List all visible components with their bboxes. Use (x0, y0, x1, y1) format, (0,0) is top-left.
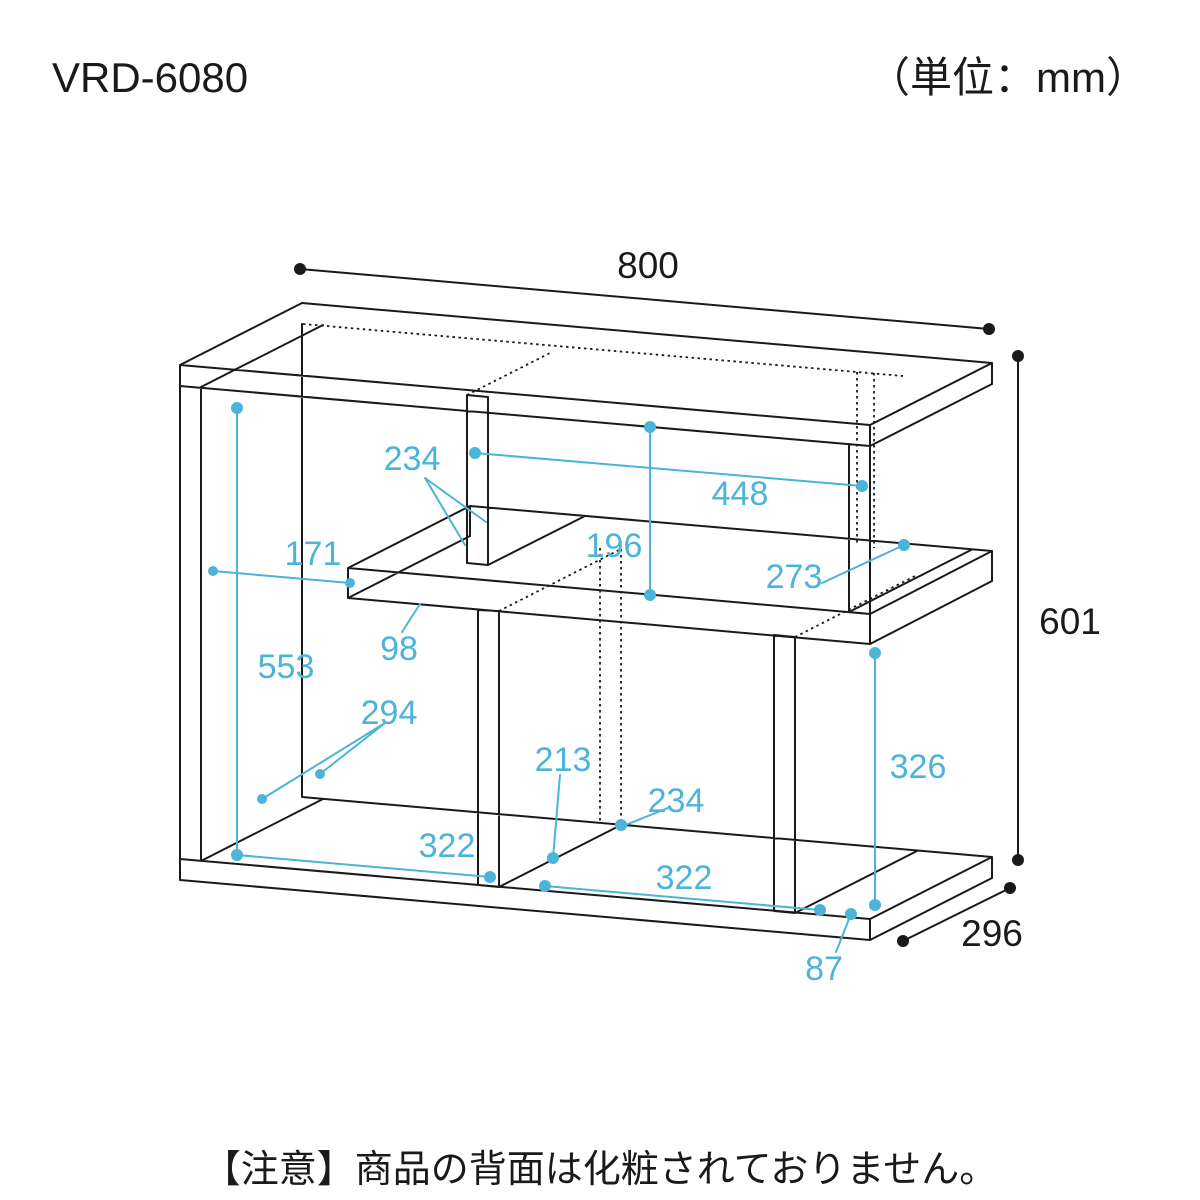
dim-label-98: 98 (380, 630, 418, 668)
dim-dot (644, 421, 656, 433)
dim-dot (257, 794, 267, 804)
dim-dot (294, 263, 306, 275)
dim-dot (869, 647, 881, 659)
overall-dimension-dots (294, 263, 1024, 947)
model-number: VRD-6080 (52, 54, 248, 101)
dim-dot (231, 849, 243, 861)
dim-dot (547, 852, 559, 864)
dim-label-171: 171 (285, 535, 342, 573)
dim-label-326: 326 (890, 748, 947, 786)
dim-label-448: 448 (712, 475, 769, 513)
caution-note: 【注意】商品の背面は化粧されておりません。 (203, 1149, 998, 1191)
dim-label-800: 800 (617, 245, 679, 286)
dim-label-296: 296 (961, 913, 1023, 954)
dim-dot (644, 589, 656, 601)
dim-label-601: 601 (1039, 601, 1101, 642)
dim-dot (1012, 854, 1024, 866)
dim-dot (1012, 350, 1024, 362)
dim-label-234-lower: 234 (648, 782, 705, 820)
dim-dot (983, 323, 995, 335)
dim-dot (615, 819, 627, 831)
dim-dot (231, 402, 243, 414)
interior-dimension-lines (212, 407, 905, 953)
dim-dot (814, 904, 826, 916)
dim-dot (315, 769, 325, 779)
interior-dimension-dots (208, 402, 910, 920)
dim-label-234-upper: 234 (384, 440, 441, 478)
dim-dot (869, 899, 881, 911)
dim-label-294: 294 (361, 694, 418, 732)
dim-dot (897, 935, 909, 947)
dim-dot (345, 578, 355, 588)
dim-dot (898, 539, 910, 551)
dim-dot (1004, 882, 1016, 894)
dim-label-196: 196 (586, 527, 643, 565)
dim-label-213: 213 (535, 741, 592, 779)
dim-label-553: 553 (258, 648, 315, 686)
dim-dot (856, 480, 868, 492)
furniture-solid-edges (179, 302, 993, 941)
overall-dimension-lines (299, 268, 1019, 942)
dim-dot (539, 880, 551, 892)
dim-dot (845, 908, 857, 920)
dim-label-322-left: 322 (419, 827, 476, 865)
dim-label-273: 273 (766, 558, 823, 596)
furniture-hidden-edges (302, 323, 918, 825)
dim-dot (469, 447, 481, 459)
dim-dot (484, 871, 496, 883)
dim-label-87: 87 (805, 950, 843, 988)
dim-label-322-right: 322 (656, 859, 713, 897)
unit-label: （単位：mm） (868, 54, 1148, 101)
dim-dot (208, 566, 218, 576)
